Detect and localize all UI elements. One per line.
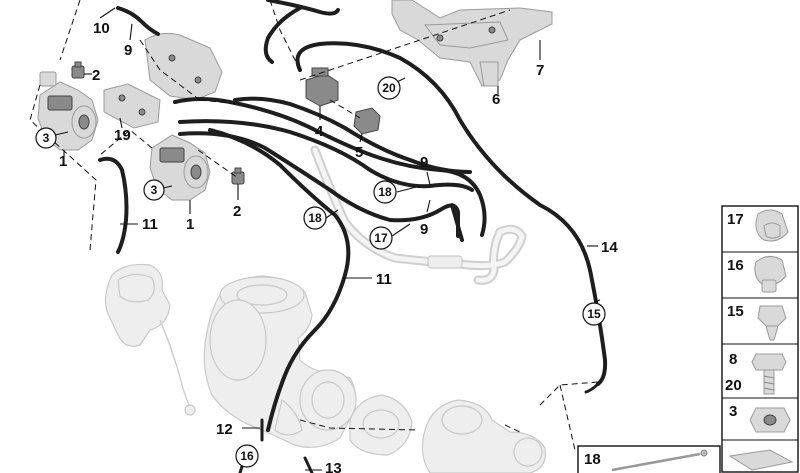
svg-text:20: 20 [382,81,396,95]
panel-label-18: 18 [584,451,601,468]
callout-4: 4 [315,123,324,140]
circled-18-lower: 18 [303,206,327,230]
vacuum-hoses [98,0,608,473]
callout-6: 6 [492,91,500,108]
panel-label-3: 3 [729,403,737,420]
callout-11-right: 11 [376,271,392,288]
callout-2-lower: 2 [233,203,241,220]
callout-7: 7 [536,62,544,79]
tape-roll-icon [728,449,794,471]
dashed-guide-lines [29,0,599,451]
solenoid-valve [305,67,339,107]
cable-tie-icon [611,449,708,472]
sensor-connector [353,107,381,135]
callout-12: 12 [216,421,233,438]
circled-16: 16 [235,444,259,468]
expansion-clip-icon [757,305,787,341]
callout-9-top: 9 [124,42,132,59]
circled-17: 17 [369,226,393,250]
circled-3-top: 3 [35,127,57,149]
circled-3-lower: 3 [143,179,165,201]
circled-20: 20 [377,76,401,100]
svg-text:3: 3 [151,183,158,197]
svg-text:3: 3 [43,131,50,145]
circled-15: 15 [582,302,606,326]
side-parts-panel: 17 16 15 8 20 3 [721,205,799,473]
bottom-parts-panel: 18 [577,445,721,473]
svg-text:17: 17 [374,231,388,245]
svg-text:15: 15 [587,307,601,321]
panel-label-16: 16 [727,257,744,274]
hose-clamp-icon [754,256,787,293]
connector-plug-lower [231,167,245,185]
callout-1-top: 1 [59,153,67,170]
charge-air-pipe-ghost [310,145,527,285]
holder-plate [103,83,161,129]
circled-callouts: 3 3 20 18 18 17 15 16 [35,76,606,468]
callout-2-top: 2 [92,67,100,84]
circled-18-upper: 18 [373,180,397,204]
svg-text:18: 18 [308,211,322,225]
callout-9-middle: 9 [420,154,428,171]
vacuum-unit-cover [144,32,223,101]
connector-plug-upper [71,61,85,79]
callout-9-lower: 9 [420,221,428,238]
callout-10: 10 [93,20,110,37]
bracket-assembly [391,0,553,87]
turbocharger-ghost-left [104,263,196,416]
callout-13: 13 [325,460,342,473]
hex-bolt-icon [751,353,787,395]
hex-nut-icon [749,407,791,433]
svg-text:18: 18 [378,185,392,199]
callout-11-left: 11 [142,216,158,233]
callout-numbers: 10 9 2 1 19 1 2 4 5 6 7 9 9 11 11 14 12 … [59,20,618,473]
panel-label-20: 20 [725,377,742,394]
panel-label-17: 17 [727,211,744,228]
elbow-pipe-ghost [349,394,413,456]
turbocharger-ghost-main [203,275,357,448]
panel-label-8: 8 [729,351,737,368]
callout-14: 14 [601,239,618,256]
svg-text:16: 16 [240,449,254,463]
callout-19: 19 [114,127,131,144]
panel-label-15: 15 [727,303,744,320]
callout-1-lower: 1 [186,216,194,233]
turbocharger-ghost-right [421,399,547,473]
double-clip-icon [755,209,789,242]
callout-5: 5 [355,144,363,161]
